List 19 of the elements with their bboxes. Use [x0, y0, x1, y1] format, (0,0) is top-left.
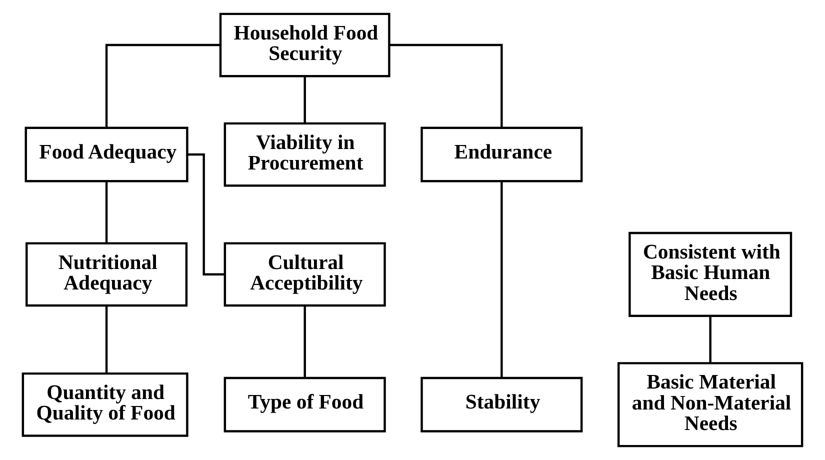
node-box: Endurance [420, 126, 583, 182]
node-box: Basic Material and Non-Material Needs [617, 362, 804, 448]
connector [105, 182, 108, 244]
node-box: Cultural Acceptibility [224, 242, 386, 307]
node-box: Quantity and Quality of Food [22, 372, 188, 437]
node-box: Stability [420, 376, 583, 432]
connector [105, 44, 220, 128]
connector [105, 306, 108, 374]
node-box: Nutritional Adequacy [26, 242, 188, 307]
node-box: Food Adequacy [24, 126, 188, 182]
node-box: Viability in Procurement [224, 122, 386, 187]
connector [304, 306, 306, 378]
connector [304, 76, 306, 124]
connector [500, 181, 503, 378]
node-box: Consistent with Basic Human Needs [628, 232, 792, 317]
node-box: Household Food Security [219, 12, 390, 78]
node-box: Type of Food [224, 376, 386, 432]
connector [389, 44, 503, 128]
connector [709, 316, 712, 363]
